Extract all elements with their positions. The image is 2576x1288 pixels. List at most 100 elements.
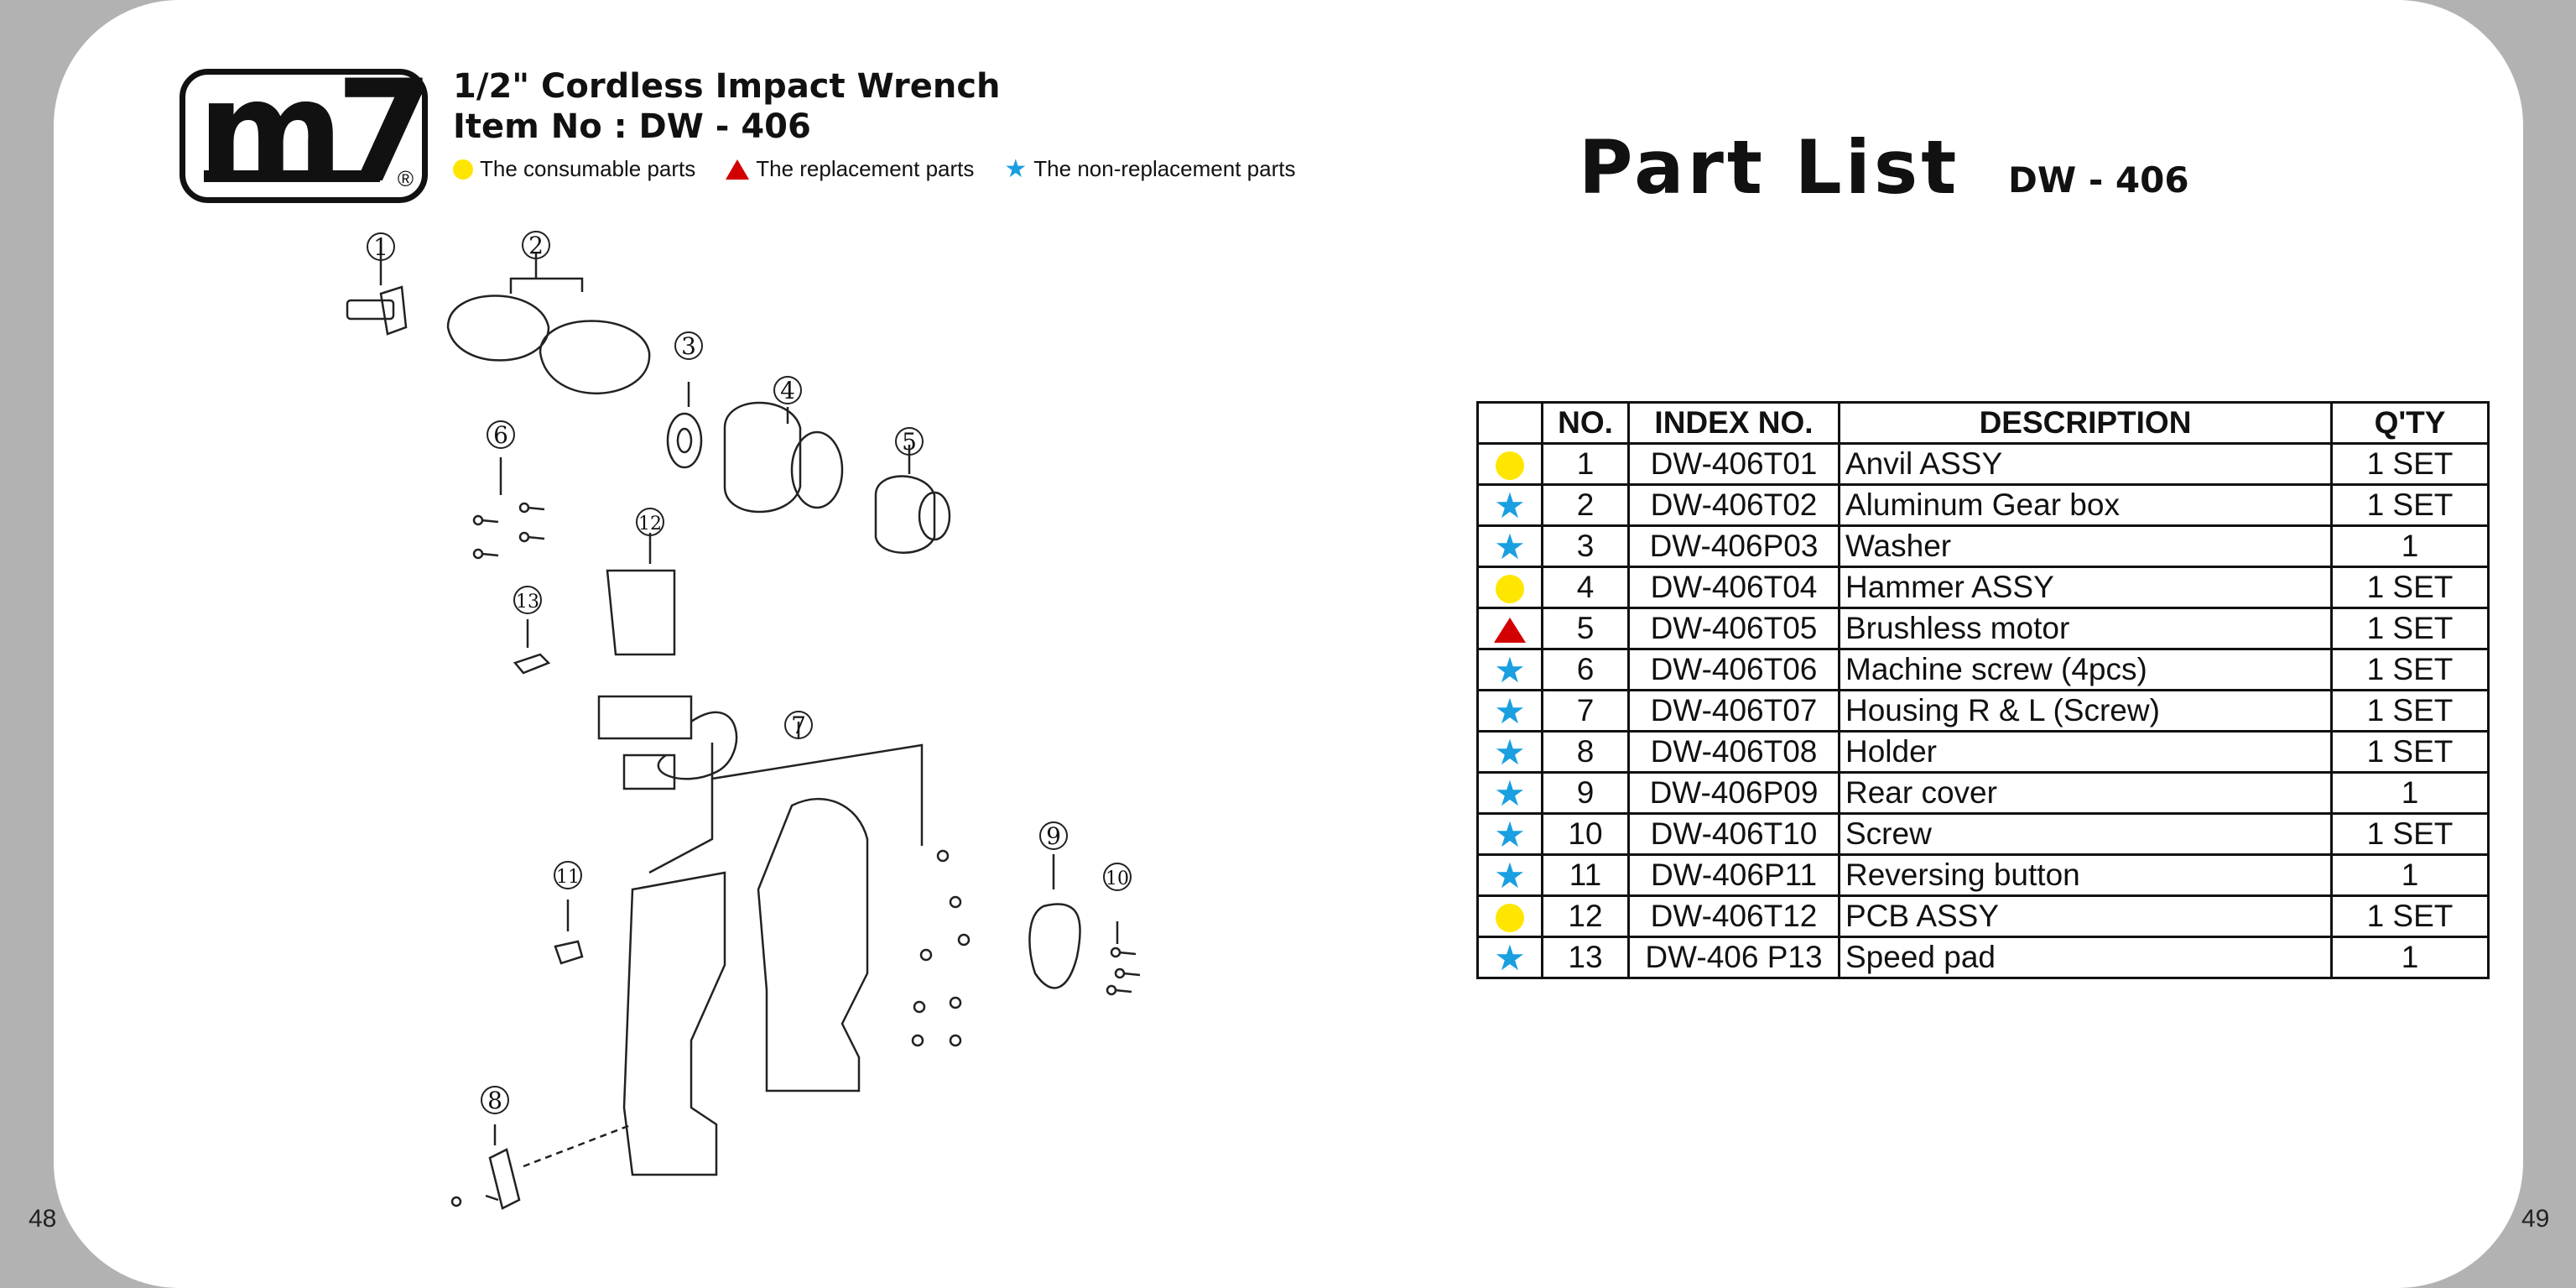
row-mark — [1476, 894, 1543, 938]
part-screws — [1106, 921, 1141, 996]
non-replacement-star-icon: ★ — [1494, 691, 1526, 732]
cell-no: 5 — [1541, 607, 1630, 650]
cell-index: DW-406P03 — [1627, 524, 1840, 568]
consumable-dot-icon — [1496, 904, 1524, 933]
svg-text:3: 3 — [681, 332, 696, 360]
cell-qty: 1 — [2330, 524, 2490, 568]
cell-description: Machine screw (4pcs) — [1838, 648, 2333, 691]
item-number: Item No : DW - 406 — [453, 107, 811, 146]
cell-qty: 1 — [2330, 853, 2490, 897]
callout-3: 3 — [674, 331, 703, 360]
non-replacement-star-icon: ★ — [1494, 774, 1526, 814]
cell-description: Brushless motor — [1838, 607, 2333, 650]
legend-non-replacement: The non-replacement parts — [1033, 156, 1296, 181]
cell-description: Screw — [1838, 812, 2333, 856]
cell-qty: 1 SET — [2330, 689, 2490, 733]
registered-mark: ® — [397, 166, 414, 191]
svg-text:7: 7 — [791, 712, 806, 739]
cell-no: 3 — [1541, 524, 1630, 568]
part-reversing-button — [554, 940, 584, 965]
callout-12: 12 — [636, 508, 664, 536]
callout-8: 8 — [481, 1086, 509, 1114]
header-mark — [1476, 401, 1543, 445]
callout-10: 10 — [1103, 863, 1132, 891]
part-pcb — [606, 569, 676, 656]
non-replacement-star-icon: ★ — [1494, 815, 1526, 855]
svg-text:13: 13 — [516, 592, 539, 613]
svg-text:9: 9 — [1046, 822, 1061, 850]
cell-description: Speed pad — [1838, 936, 2333, 979]
part-gear-box — [446, 295, 550, 362]
svg-text:4: 4 — [780, 377, 795, 404]
cell-qty: 1 SET — [2330, 566, 2490, 609]
row-mark: ★ — [1476, 689, 1543, 733]
replacement-triangle-icon — [726, 159, 750, 180]
cell-no: 10 — [1541, 812, 1630, 856]
header-index: INDEX NO. — [1627, 401, 1840, 445]
cell-qty: 1 SET — [2330, 442, 2490, 486]
cell-index: DW-406T07 — [1627, 689, 1840, 733]
cell-description: PCB ASSY — [1838, 894, 2333, 938]
svg-text:5: 5 — [902, 428, 917, 456]
cell-qty: 1 SET — [2330, 607, 2490, 650]
row-mark: ★ — [1476, 483, 1543, 527]
part-rear-cover — [1028, 903, 1081, 989]
legend-replacement: The replacement parts — [756, 156, 975, 181]
row-mark: ★ — [1476, 853, 1543, 897]
cell-index: DW-406T04 — [1627, 566, 1840, 609]
svg-text:1: 1 — [373, 233, 388, 261]
cell-index: DW-406T10 — [1627, 812, 1840, 856]
cell-no: 12 — [1541, 894, 1630, 938]
cell-qty: 1 SET — [2330, 730, 2490, 774]
part-motor — [874, 475, 936, 554]
brand-logo: m7 ® — [180, 50, 434, 214]
cell-description: Washer — [1838, 524, 2333, 568]
header-qty: Q'TY — [2330, 401, 2490, 445]
cell-no: 4 — [1541, 566, 1630, 609]
cell-description: Housing R & L (Screw) — [1838, 689, 2333, 733]
cell-qty: 1 SET — [2330, 648, 2490, 691]
page-number-left: 48 — [29, 1205, 57, 1233]
cell-index: DW-406T02 — [1627, 483, 1840, 527]
row-mark: ★ — [1476, 648, 1543, 691]
part-holder — [488, 1148, 521, 1210]
legend-consumable: The consumable parts — [480, 156, 696, 181]
part-housing-right — [757, 797, 869, 1092]
consumable-dot-icon — [453, 159, 473, 180]
row-mark: ★ — [1476, 730, 1543, 774]
cell-index: DW-406P11 — [1627, 853, 1840, 897]
product-title: 1/2" Cordless Impact Wrench — [453, 67, 1001, 106]
cell-qty: 1 — [2330, 771, 2490, 815]
callout-11: 11 — [554, 861, 582, 889]
cell-description: Anvil ASSY — [1838, 442, 2333, 486]
cell-no: 6 — [1541, 648, 1630, 691]
cell-qty: 1 SET — [2330, 812, 2490, 856]
row-mark: ★ — [1476, 771, 1543, 815]
consumable-dot-icon — [1496, 575, 1524, 604]
part-housing-screws — [911, 849, 971, 1047]
legend: The consumable parts The replacement par… — [453, 156, 1319, 182]
cell-index: DW-406T06 — [1627, 648, 1840, 691]
non-replacement-star-icon: ★ — [1494, 486, 1526, 526]
cell-description: Hammer ASSY — [1838, 566, 2333, 609]
part-speed-pad — [513, 653, 551, 675]
part-washer — [666, 412, 703, 469]
part-machine-screws — [472, 457, 545, 560]
callout-9: 9 — [1039, 821, 1068, 850]
svg-text:10: 10 — [1106, 868, 1129, 889]
cell-index: DW-406 P13 — [1627, 936, 1840, 979]
logo-underline — [204, 170, 380, 182]
cell-no: 8 — [1541, 730, 1630, 774]
row-mark — [1476, 566, 1543, 609]
cell-description: Rear cover — [1838, 771, 2333, 815]
svg-text:2: 2 — [528, 232, 544, 259]
row-mark: ★ — [1476, 936, 1543, 979]
svg-text:8: 8 — [487, 1087, 502, 1114]
